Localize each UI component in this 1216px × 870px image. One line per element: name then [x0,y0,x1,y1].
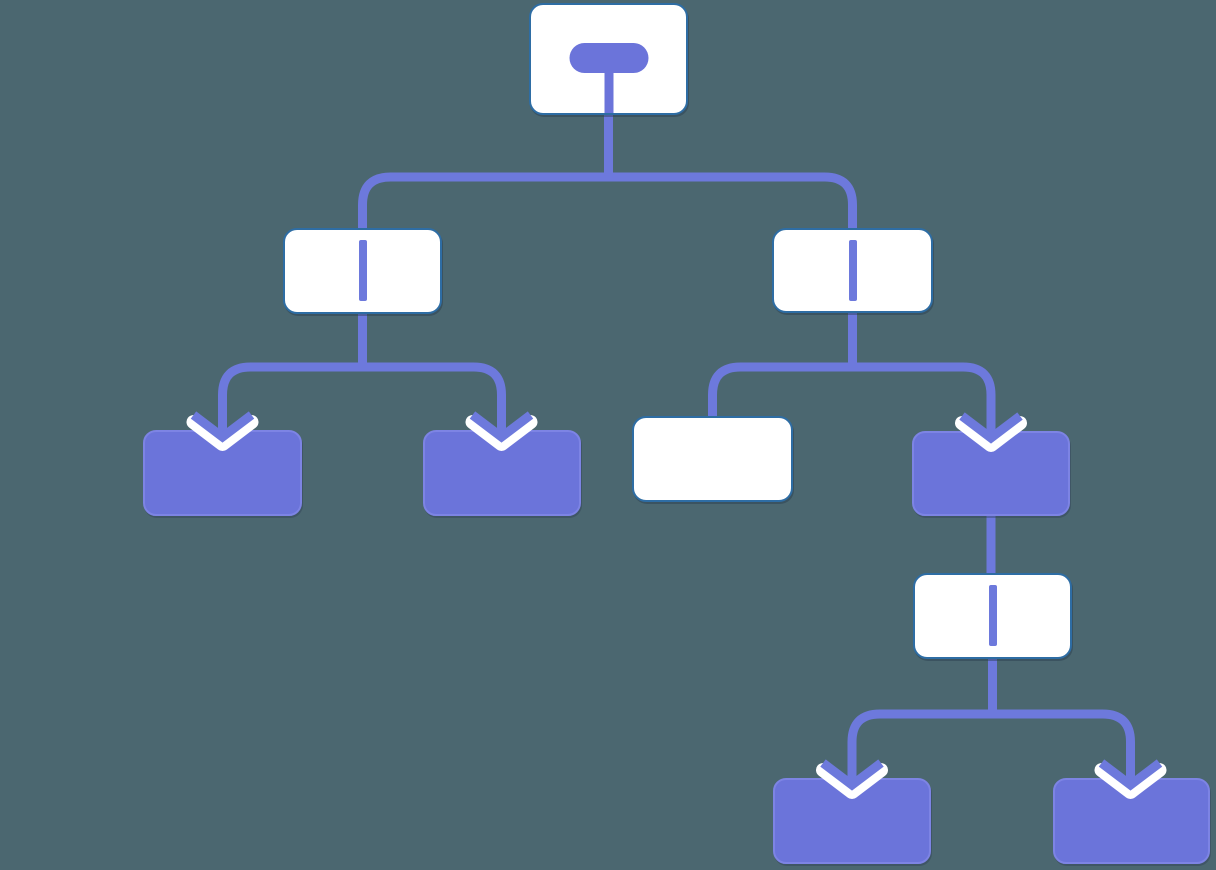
root-pill-icon [569,43,648,73]
pill-stem-icon [604,71,613,113]
node-leaf-left-1[interactable] [143,430,302,516]
node-branch-left[interactable] [283,228,442,314]
node-leaf-bottom-2[interactable] [1053,778,1210,864]
node-child-white[interactable] [632,416,793,502]
vertical-bar-icon [848,240,857,301]
node-leaf-left-2[interactable] [423,430,581,516]
node-child-purple[interactable] [912,431,1070,516]
node-branch-lower[interactable] [913,573,1072,659]
vertical-bar-icon [988,585,997,646]
vertical-bar-icon [358,240,367,301]
node-leaf-bottom-1[interactable] [773,778,931,864]
node-branch-right[interactable] [772,228,933,313]
node-root[interactable] [529,3,688,115]
